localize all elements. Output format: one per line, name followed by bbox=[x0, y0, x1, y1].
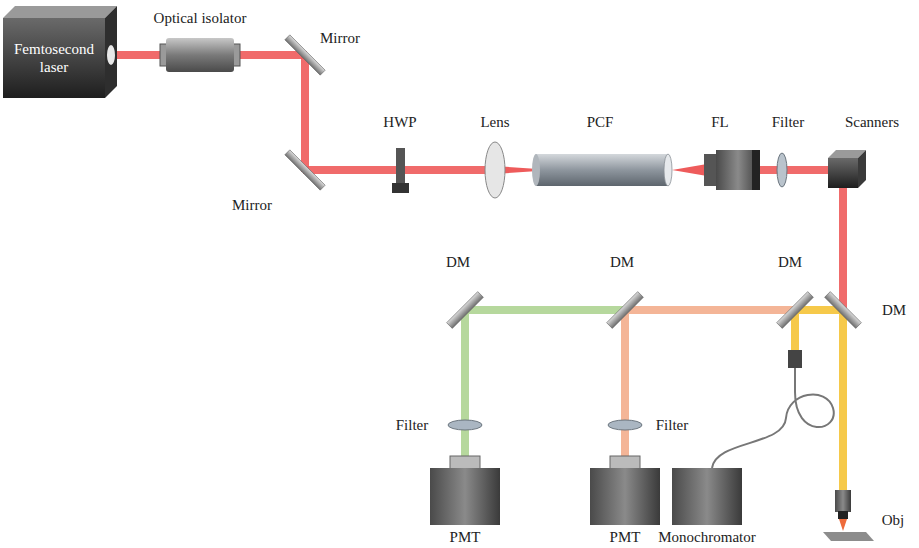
component-label: Scanners bbox=[845, 114, 899, 131]
component-label: DM bbox=[882, 302, 906, 319]
pmt bbox=[590, 456, 660, 525]
component-label: Obj bbox=[882, 512, 905, 529]
component-label: HWP bbox=[383, 114, 416, 131]
laser-box: Femtosecond laser bbox=[3, 18, 105, 98]
laser-housing bbox=[3, 6, 117, 98]
component-label: Monochromator bbox=[658, 529, 755, 546]
lens bbox=[485, 142, 505, 198]
component-label: Optical isolator bbox=[154, 10, 247, 27]
dichroic-mirror bbox=[825, 292, 862, 329]
dichroic-mirror bbox=[777, 292, 814, 329]
component-label: PMT bbox=[450, 529, 481, 546]
pmt bbox=[430, 456, 500, 525]
component-label: PMT bbox=[610, 529, 641, 546]
scanners bbox=[828, 150, 866, 188]
half-wave-plate bbox=[392, 148, 409, 193]
component-label: Filter bbox=[656, 417, 689, 434]
component-label: DM bbox=[778, 254, 802, 271]
component-label: Mirror bbox=[232, 197, 272, 214]
mirror bbox=[285, 35, 325, 75]
dichroic-mirror bbox=[607, 292, 644, 329]
node-text: Femtosecond laser bbox=[9, 40, 99, 76]
focusing-lens bbox=[704, 150, 760, 190]
signal-beams bbox=[461, 306, 847, 492]
component-label: Filter bbox=[396, 417, 429, 434]
component-label: Lens bbox=[480, 114, 509, 131]
component-label: DM bbox=[610, 254, 634, 271]
mirror bbox=[285, 150, 325, 190]
component-label: Mirror bbox=[320, 30, 360, 47]
filter bbox=[608, 420, 642, 430]
fiber-coupler bbox=[712, 350, 834, 468]
optical-isolator bbox=[160, 38, 240, 72]
component-label: Filter bbox=[772, 114, 805, 131]
filter bbox=[448, 420, 482, 430]
laser-beam bbox=[112, 51, 847, 310]
component-label: FL bbox=[711, 114, 729, 131]
filter bbox=[777, 153, 787, 187]
component-label: DM bbox=[446, 254, 470, 271]
component-label: PCF bbox=[587, 114, 614, 131]
monochromator bbox=[672, 468, 742, 525]
photonic-crystal-fiber bbox=[532, 154, 672, 186]
objective bbox=[823, 490, 874, 541]
dichroic-mirror bbox=[447, 292, 484, 329]
